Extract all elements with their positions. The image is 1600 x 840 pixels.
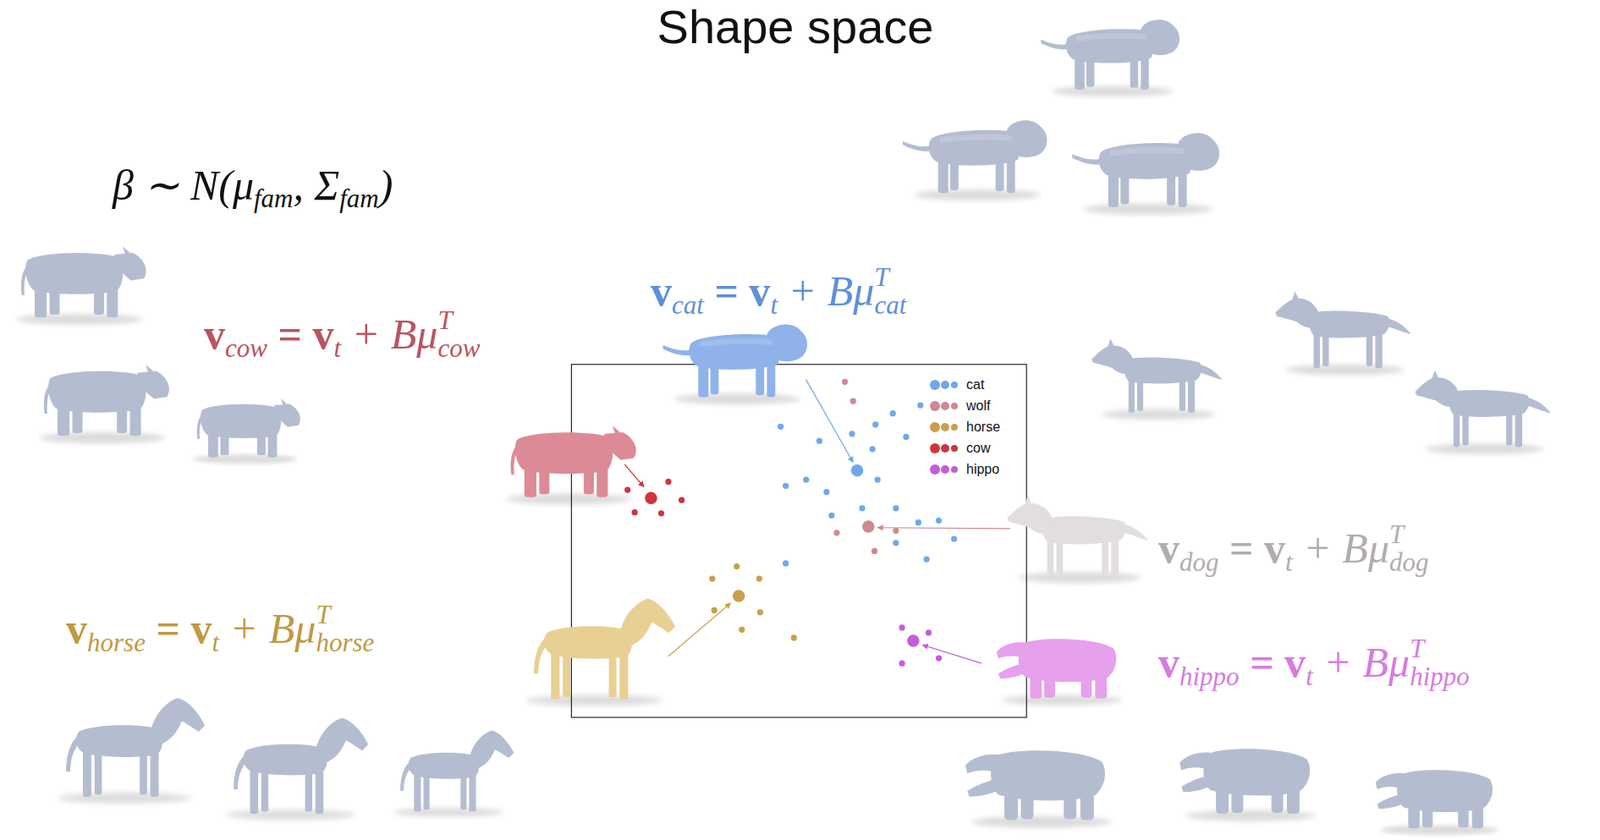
math-text: β ∼ N(μ [112, 161, 254, 209]
subscript: cow [437, 335, 480, 363]
math-text: v [203, 310, 226, 358]
subscript: t [1305, 661, 1314, 692]
formula: vhorse= vt+ BμThorse [65, 601, 374, 660]
formula: vcow= vt+ BμTcow [203, 307, 480, 366]
math-text: = v [1229, 524, 1286, 572]
legend-label: hippo [966, 461, 1000, 478]
math-text: = v [714, 267, 770, 315]
math-text: + Bμ [1323, 638, 1410, 687]
math-text: v [1158, 638, 1180, 687]
legend-label: horse [966, 419, 1001, 435]
sup-sub-stack: Tcow [437, 307, 480, 363]
legend-row: horse [929, 416, 1001, 438]
legend-label: cat [966, 377, 985, 393]
legend-swatch [929, 462, 962, 477]
superscript: T [874, 263, 907, 292]
superscript: T [1389, 521, 1430, 550]
math-text: + Bμ [351, 310, 439, 358]
legend-swatch [929, 420, 962, 435]
formula: vhippo= vt+ BμThippo [1158, 635, 1470, 694]
formula: β ∼ N(μfam, Σfam) [112, 158, 393, 217]
legend-row: cat [929, 373, 1001, 396]
subscript: t [769, 290, 778, 320]
math-text: + Bμ [1303, 524, 1390, 572]
math-text: = v [155, 604, 212, 653]
subscript: cat [671, 290, 704, 320]
math-text: = v [277, 310, 334, 358]
legend-label: cow [966, 440, 990, 457]
math-text: v [65, 604, 88, 653]
math-text: v [650, 267, 672, 315]
formula: vdog= vt+ BμTdog [1158, 521, 1430, 580]
figure-title: Shape space [657, 0, 935, 55]
subscript: t [211, 627, 220, 658]
math-text: + Bμ [788, 267, 875, 315]
math-text: = v [1249, 638, 1306, 687]
subscript: t [333, 333, 341, 363]
legend-row: hippo [929, 458, 1001, 480]
formula: vcat= vt+ BμTcat [650, 263, 907, 323]
plot-legend: cat wolf horse cow hippo [929, 373, 1001, 480]
sup-sub-stack: Tdog [1389, 521, 1430, 577]
subscript: fam [339, 183, 380, 214]
superscript: T [437, 307, 480, 336]
subscript: horse [87, 627, 146, 658]
subscript: cow [225, 333, 268, 363]
legend-row: wolf [929, 395, 1001, 417]
legend-row: cow [929, 437, 1001, 459]
legend-swatch [929, 378, 962, 392]
subscript: cat [874, 291, 907, 320]
subscript: horse [315, 629, 374, 658]
legend-label: wolf [966, 398, 990, 414]
sup-sub-stack: Thippo [1409, 635, 1470, 691]
superscript: T [315, 601, 374, 630]
math-text: ) [379, 161, 394, 209]
math-text: + Bμ [230, 604, 317, 653]
math-text: v [1158, 524, 1180, 572]
sup-sub-stack: Tcat [874, 263, 907, 319]
sup-sub-stack: Thorse [315, 601, 374, 657]
subscript: t [1285, 547, 1293, 578]
subscript: dog [1179, 547, 1220, 578]
legend-swatch [929, 441, 962, 456]
math-text: , Σ [293, 161, 341, 209]
legend-swatch [929, 399, 962, 413]
superscript: T [1409, 635, 1470, 664]
subscript: dog [1389, 549, 1430, 578]
subscript: hippo [1179, 661, 1240, 692]
subscript: fam [253, 183, 294, 214]
subscript: hippo [1409, 663, 1470, 692]
